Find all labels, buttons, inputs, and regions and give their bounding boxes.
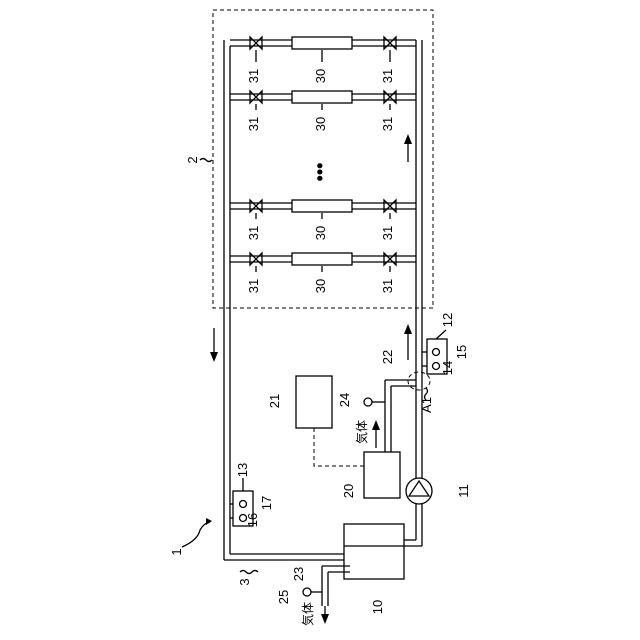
label-sensor-14: 14 (440, 361, 455, 375)
valve-label: 31 (246, 69, 261, 83)
label-sensor-17: 17 (259, 496, 274, 510)
label-tank-10: 10 (370, 600, 385, 614)
valve-label: 31 (380, 279, 395, 293)
label-sensor-12: 12 (440, 313, 455, 327)
label-system-1: 1 (169, 548, 184, 555)
valve-25 (303, 588, 322, 596)
label-point-a1: A1 (419, 397, 434, 413)
leader-2 (200, 159, 212, 162)
supply-pipe (404, 40, 422, 546)
leader-3 (240, 571, 258, 574)
device-21 (296, 376, 332, 428)
valve-label: 31 (246, 226, 261, 240)
label-sensor-13: 13 (235, 463, 250, 477)
module-row-4 (230, 253, 416, 265)
leader-1-arrowhead (206, 518, 212, 525)
label-gas-top: 気体 (354, 420, 369, 444)
valve-31-left (250, 253, 262, 265)
module-label: 30 (313, 69, 328, 83)
module-row-2 (230, 91, 416, 103)
label-sensor-15: 15 (454, 345, 469, 359)
label-pipe-22: 22 (380, 350, 395, 364)
valve-label: 31 (380, 69, 395, 83)
module-label: 30 (313, 117, 328, 131)
label-storage-2: 2 (185, 156, 200, 163)
label-gas-bottom: 気体 (300, 602, 315, 626)
label-device-21: 21 (267, 394, 282, 408)
valve-label: 31 (380, 226, 395, 240)
flow-arrow-down (210, 328, 218, 362)
valve-label: 31 (246, 279, 261, 293)
valve-31-right (384, 253, 396, 265)
pump-11 (406, 478, 432, 504)
label-valve-24: 24 (337, 393, 352, 407)
flow-arrow-up-top (404, 134, 412, 162)
valve-31-left (250, 37, 262, 49)
label-pump-11: 11 (456, 484, 471, 498)
label-device-20: 20 (341, 484, 356, 498)
valve-31-right (384, 200, 396, 212)
module-label: 30 (313, 226, 328, 240)
valve-31-left (250, 91, 262, 103)
branch-pipe-22 (385, 380, 416, 452)
label-sensor-16: 16 (245, 513, 260, 527)
leader-1 (182, 522, 210, 547)
ellipsis-dots: ••• (310, 163, 330, 182)
device-20 (364, 452, 400, 498)
valve-24 (364, 398, 385, 406)
module-30 (292, 37, 352, 49)
module-label: 30 (313, 279, 328, 293)
module-row-1 (230, 37, 416, 49)
module-30 (292, 253, 352, 265)
label-pipe-3: 3 (237, 578, 252, 585)
valve-label: 31 (380, 117, 395, 131)
flow-arrow-up-bottom (404, 324, 412, 360)
label-valve-25: 25 (276, 590, 291, 604)
point-a1-marker (408, 372, 430, 390)
module-30 (292, 91, 352, 103)
pipe-23 (322, 566, 350, 606)
valve-31-right (384, 37, 396, 49)
valve-31-left (250, 200, 262, 212)
gas-arrow-top (372, 420, 380, 448)
module-row-3 (230, 200, 416, 212)
valve-label: 31 (246, 117, 261, 131)
gas-arrow-bottom (321, 606, 329, 624)
valve-31-right (384, 91, 396, 103)
module-30 (292, 200, 352, 212)
tank-10 (344, 524, 404, 579)
label-pipe-23: 23 (291, 567, 306, 581)
